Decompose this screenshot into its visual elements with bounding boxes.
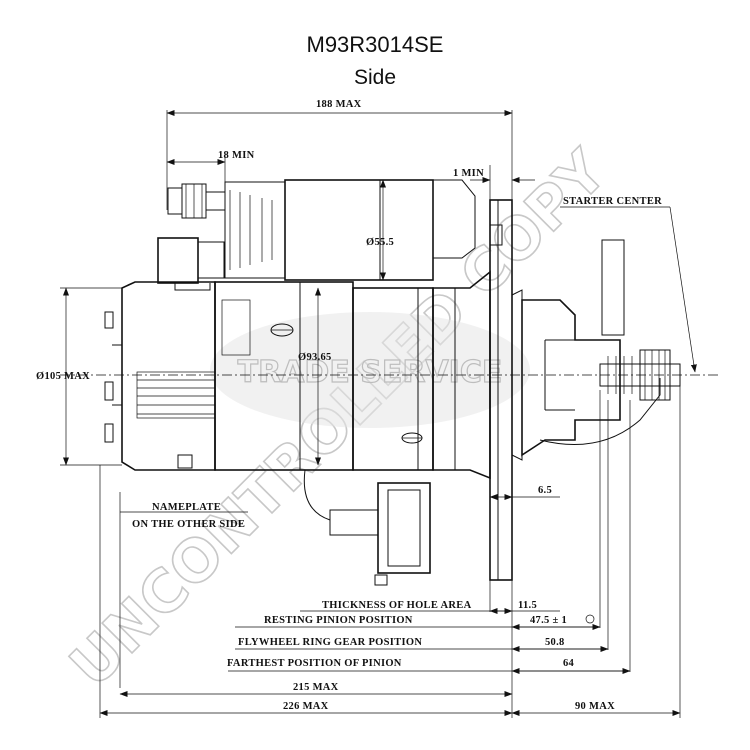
starter-center-label: STARTER CENTER	[563, 196, 662, 207]
connector-pin	[374, 574, 388, 586]
solenoid-cap-ribs	[229, 190, 273, 270]
watermark-badge	[210, 312, 530, 428]
dim-215-label: 215 MAX	[293, 682, 339, 693]
harness-connector	[303, 469, 431, 586]
through-bolt-bottom	[104, 423, 114, 443]
end-cap-ribs	[137, 379, 215, 415]
bottom-screw	[177, 454, 193, 469]
pinion-gear	[639, 349, 671, 401]
connector-latch	[329, 509, 379, 536]
nameplate-label-2: ON THE OTHER SIDE	[132, 519, 245, 530]
watermark-center-text: TRADE SERVICE	[238, 355, 503, 390]
dim-93-label: Ø93.65	[298, 352, 332, 363]
drive-assembly	[521, 239, 681, 457]
flange-plate	[489, 199, 513, 581]
end-cap-band	[136, 371, 216, 419]
terminal-washer	[205, 191, 226, 211]
through-bolt-top	[104, 311, 114, 329]
dim-18-label: 18 MIN	[218, 150, 255, 161]
drive-nose	[521, 299, 621, 457]
dim-188-label: 188 MAX	[316, 99, 362, 110]
dim-90-label: 90 MAX	[575, 701, 615, 712]
dim-11-5-label: 11.5	[518, 600, 537, 611]
end-cap-lip	[112, 344, 122, 406]
drive-nose-curve	[539, 378, 661, 445]
resting-label: RESTING PINION POSITION	[264, 615, 413, 626]
motor-body	[104, 270, 491, 480]
solenoid-connector-boot	[197, 241, 225, 279]
dim-64-label: 64	[563, 658, 575, 669]
dimension-lines: 188 MAX 18 MIN 1 MIN Ø55.5 Ø93.65 Ø105 M…	[36, 99, 697, 718]
solenoid-connector	[157, 237, 199, 284]
farthest-label: FARTHEST POSITION OF PINION	[227, 658, 402, 669]
nameplate-label-1: NAMEPLATE	[152, 502, 221, 513]
yoke-label-window	[221, 299, 251, 356]
tolerance-symbol	[585, 614, 595, 624]
dim-55-label: Ø55.5	[366, 237, 394, 248]
dim-50-8-label: 50.8	[545, 637, 565, 648]
end-cap	[121, 281, 216, 471]
terminal-nut-1	[167, 187, 183, 215]
flywheel-label: FLYWHEEL RING GEAR POSITION	[238, 637, 422, 648]
dim-1-label: 1 MIN	[453, 168, 484, 179]
solenoid-body	[284, 179, 434, 281]
through-bolt-mid	[104, 381, 114, 401]
dim-105-label: Ø105 MAX	[36, 371, 90, 382]
connector-housing	[377, 482, 431, 574]
dim-47-5-label: 47.5 ± 1	[530, 615, 567, 626]
dim-226-label: 226 MAX	[283, 701, 329, 712]
solenoid-cap	[224, 181, 286, 279]
thickness-label: THICKNESS OF HOLE AREA	[322, 600, 472, 611]
pinion-spring	[607, 356, 633, 394]
dim-6-5-label: 6.5	[538, 485, 552, 496]
view-label: Side	[353, 66, 397, 89]
solenoid-mount	[433, 179, 476, 259]
pinion-stop	[601, 239, 625, 336]
starter-center-leader	[669, 206, 697, 373]
model-number: M93R3014SE	[306, 32, 444, 57]
harness-wire	[303, 469, 331, 521]
